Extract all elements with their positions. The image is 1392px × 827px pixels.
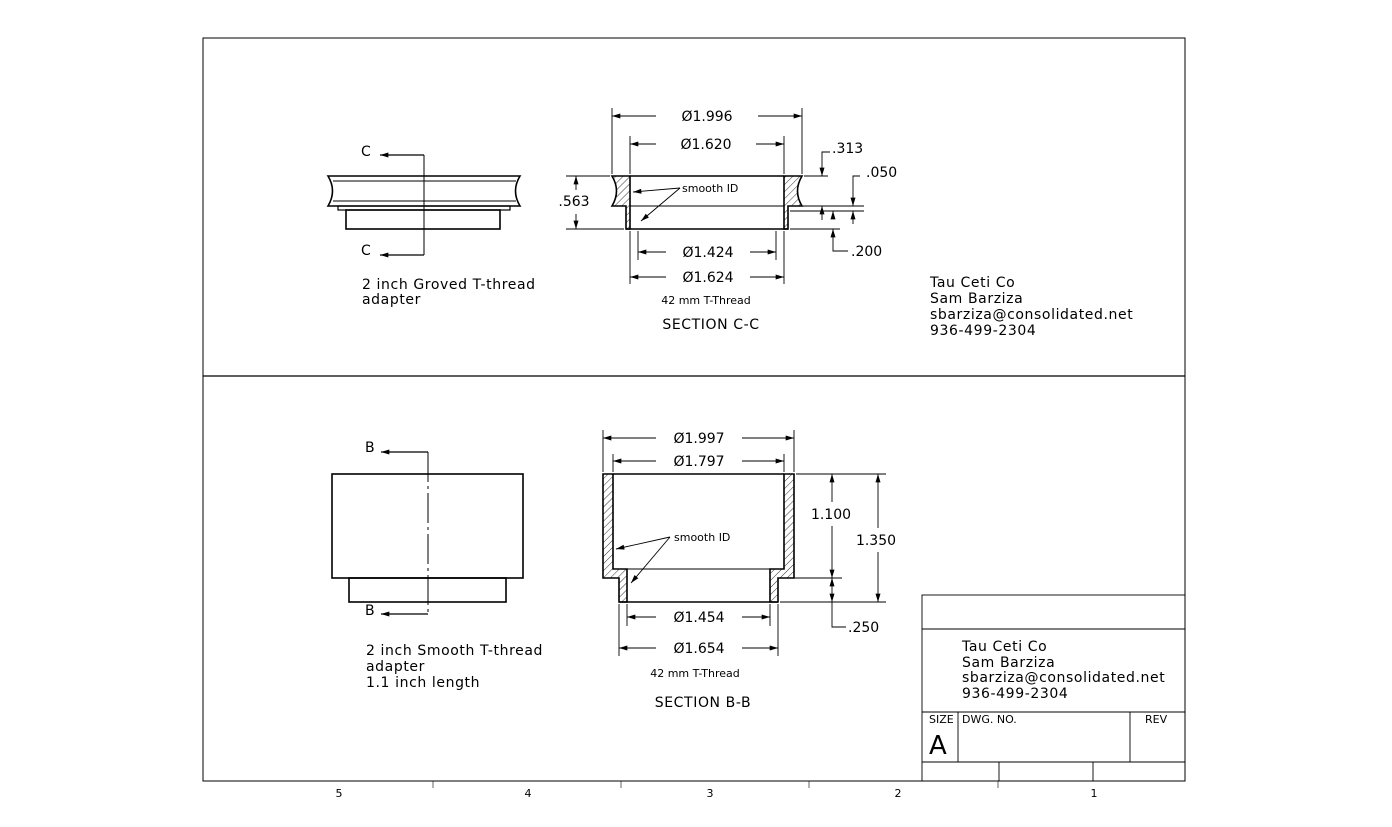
- dim-c-height: .563: [558, 194, 589, 210]
- contact-email: sbarziza@consolidated.net: [930, 307, 1133, 323]
- contact-phone: 936-499-2304: [930, 323, 1036, 339]
- dim-b-id-lower: Ø1.454: [673, 610, 724, 626]
- view-b-external: [331, 449, 524, 617]
- dim-b-od-outer: Ø1.997: [673, 431, 724, 447]
- rev-label: REV: [1145, 713, 1168, 726]
- dim-c-bottom: .200: [851, 244, 882, 260]
- view-c-external: [326, 152, 522, 258]
- thread-b-note: 42 mm T-Thread: [650, 667, 740, 680]
- dim-c-id-inner: Ø1.424: [682, 245, 733, 261]
- title-block-phone: 936-499-2304: [962, 686, 1068, 702]
- contact-company: Tau Ceti Co: [929, 275, 1015, 291]
- note-c-smooth-id: smooth ID: [682, 182, 738, 195]
- zone-label-5: 5: [336, 787, 343, 800]
- view-b-caption-line-3: 1.1 inch length: [366, 675, 480, 691]
- zone-label-1: 1: [1091, 787, 1098, 800]
- note-b-smooth-id: smooth ID: [674, 531, 730, 544]
- section-c-c-title: SECTION C-C: [662, 317, 759, 333]
- zone-label-4: 4: [525, 787, 532, 800]
- size-label: SIZE: [929, 713, 954, 726]
- dim-b-id-upper: Ø1.797: [673, 454, 724, 470]
- title-block-name: Sam Barziza: [962, 655, 1055, 671]
- thread-c-note: 42 mm T-Thread: [661, 294, 751, 307]
- view-b-caption-line-2: adapter: [366, 659, 425, 675]
- section-b-letter-bottom: B: [365, 603, 375, 619]
- dim-c-od-groove: Ø1.620: [680, 137, 731, 153]
- section-c-c-dimension-lines: [566, 108, 864, 284]
- dim-b-upper-height: 1.100: [811, 507, 851, 523]
- dim-c-top-band: .313: [832, 141, 863, 157]
- dim-c-od-lower: Ø1.624: [682, 270, 733, 286]
- section-b-letter-top: B: [365, 440, 375, 456]
- zone-ticks: [432, 781, 999, 788]
- dim-b-lower-height: .250: [848, 620, 879, 636]
- dim-b-total-height: 1.350: [856, 533, 896, 549]
- section-c-letter-top: C: [361, 144, 371, 160]
- dim-b-od-lower: Ø1.654: [673, 641, 724, 657]
- view-c-caption-line-2: adapter: [362, 292, 421, 308]
- title-block-company: Tau Ceti Co: [961, 639, 1047, 655]
- section-c-c-profile: [610, 175, 804, 230]
- view-b-caption-line-1: 2 inch Smooth T-thread: [366, 643, 543, 659]
- title-block-email: sbarziza@consolidated.net: [962, 670, 1165, 686]
- section-b-b-title: SECTION B-B: [655, 695, 752, 711]
- section-c-letter-bottom: C: [361, 243, 371, 259]
- zone-label-2: 2: [895, 787, 902, 800]
- contact-name: Sam Barziza: [930, 291, 1023, 307]
- sheet-border: [202, 37, 1186, 782]
- section-b-b-dimension-lines: [602, 430, 886, 656]
- dim-c-step: .050: [866, 165, 897, 181]
- dim-c-od-outer: Ø1.996: [681, 109, 732, 125]
- zone-label-3: 3: [707, 787, 714, 800]
- size-value: A: [929, 731, 947, 761]
- dwg-no-label: DWG. NO.: [962, 713, 1017, 726]
- view-c-caption-line-1: 2 inch Groved T-thread: [362, 277, 536, 293]
- title-block: [921, 594, 1186, 782]
- section-b-b-profile: [602, 473, 795, 603]
